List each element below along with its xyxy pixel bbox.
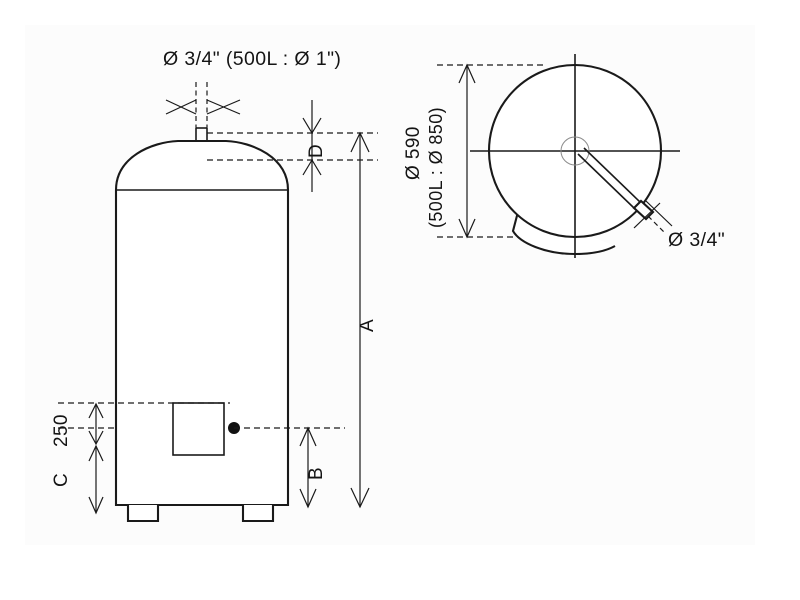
label-dim-d: D — [306, 144, 327, 158]
extension-lines-plan — [437, 64, 568, 238]
label-dim-a: A — [357, 319, 378, 332]
plan-side-nozzle — [632, 199, 655, 221]
label-top-connection: Ø 3/4" (500L : Ø 1") — [163, 48, 341, 70]
tank-body — [114, 139, 290, 507]
label-diameter-main: Ø 590 — [403, 126, 424, 180]
label-dim-b: B — [306, 467, 327, 480]
dimension-a-arrow — [350, 131, 370, 509]
plan-diagonal-connector — [577, 147, 641, 209]
plan-centerlines — [470, 54, 680, 258]
extension-lines-front — [58, 132, 378, 429]
dimension-diameter-arrow — [458, 63, 476, 239]
label-diameter-alt: (500L : Ø 850) — [426, 107, 446, 228]
top-nozzle-centerlines — [195, 82, 208, 128]
label-side-connection: Ø 3/4" — [668, 229, 725, 251]
top-nozzle-thread-marks — [165, 99, 241, 115]
label-dim-c: C — [51, 473, 72, 487]
plan-center-hub — [560, 136, 590, 166]
plan-nozzle-thread-marks — [633, 200, 673, 233]
dimension-c-arrow — [88, 444, 104, 515]
tank-feet — [126, 505, 275, 523]
dimension-250-arrow — [88, 402, 104, 446]
access-panel — [172, 402, 225, 456]
dimension-b-arrow — [299, 426, 317, 509]
label-dim-250: 250 — [51, 414, 72, 447]
dimension-d-arrow — [302, 100, 322, 192]
